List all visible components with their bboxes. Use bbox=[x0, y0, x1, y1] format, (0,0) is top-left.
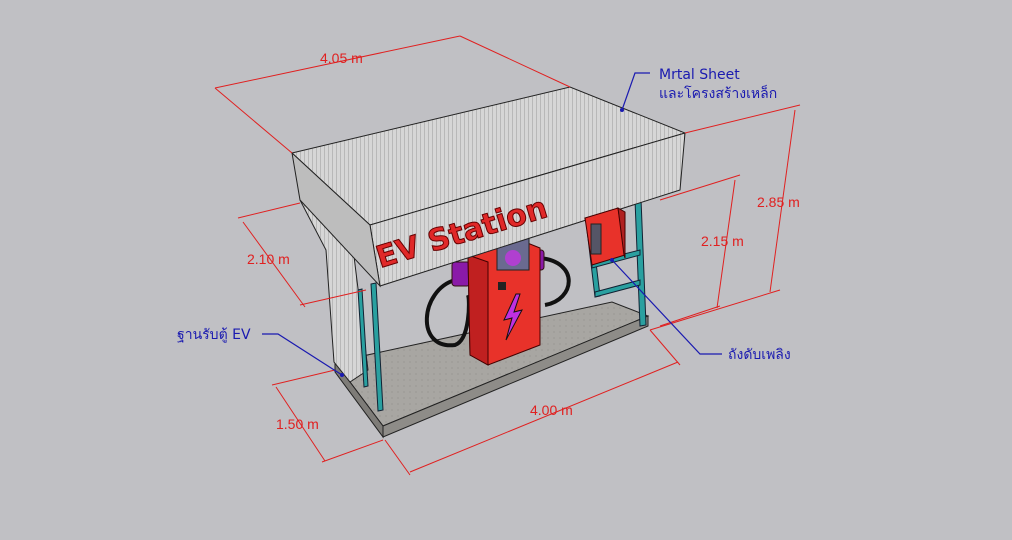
dim-roof-length: 4.05 m bbox=[320, 50, 363, 66]
dim-front-height: 2.10 m bbox=[247, 251, 290, 267]
dim-base-length: 4.00 m bbox=[530, 402, 573, 418]
leader-dot bbox=[340, 373, 344, 377]
note-roof-line2: และโครงสร้างเหล็ก bbox=[659, 84, 777, 102]
leader-dot bbox=[620, 108, 624, 112]
dim-clear-height: 2.15 m bbox=[701, 233, 744, 249]
leader-lines bbox=[262, 72, 722, 376]
roof: EV Station bbox=[290, 86, 687, 288]
dim-base-width: 1.50 m bbox=[276, 416, 319, 432]
lightning-icon bbox=[503, 293, 523, 341]
ev-charger bbox=[467, 237, 541, 366]
note-base: ฐานรับตู้ EV bbox=[177, 327, 251, 343]
note-extinguisher: ถังดับเพลิง bbox=[728, 347, 791, 363]
dim-total-height: 2.85 m bbox=[757, 194, 800, 210]
note-roof-line1: Mrtal Sheet bbox=[659, 67, 740, 83]
leader-dot bbox=[610, 258, 614, 262]
fire-extinguisher-box bbox=[584, 207, 626, 266]
